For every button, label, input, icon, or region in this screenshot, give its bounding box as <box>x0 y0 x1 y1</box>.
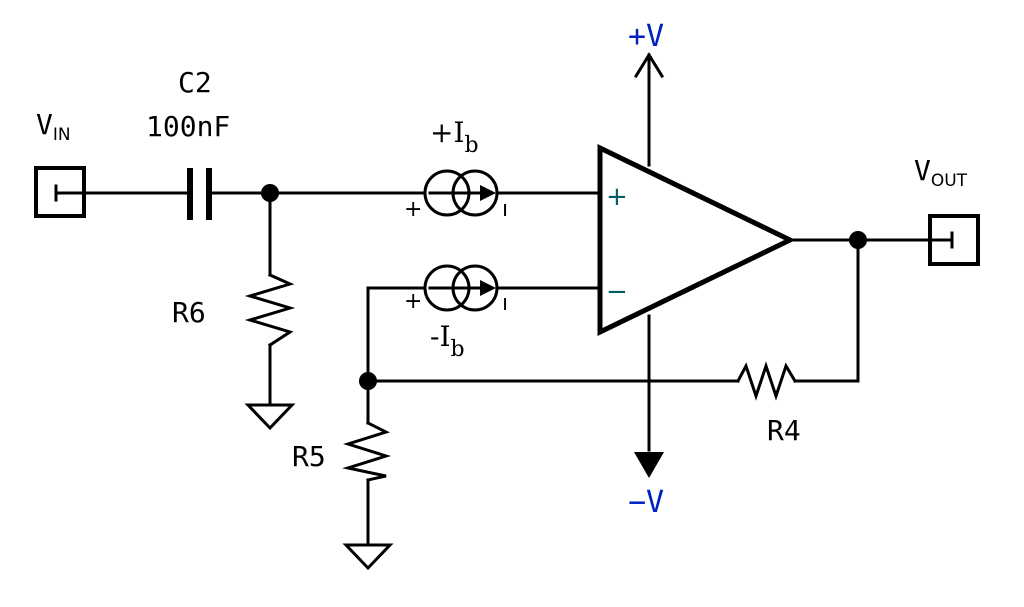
opamp-inverting-pin: − <box>606 277 628 307</box>
minus-ib-plus-sign: + <box>404 289 422 314</box>
ground-r6 <box>244 403 296 431</box>
junctions <box>261 184 867 390</box>
r4-label: R4 <box>767 414 801 447</box>
junction-output-node <box>849 231 867 249</box>
current-source-minus-ib <box>423 264 499 312</box>
plus-ib-label: +Ib <box>430 116 479 158</box>
opamp-noninverting-pin: + <box>606 182 628 212</box>
plus-ib-plus-sign: + <box>404 197 422 222</box>
supply-negative-label: −V <box>628 485 664 520</box>
supply-positive-label: +V <box>628 19 664 54</box>
junction-input-node <box>261 184 279 202</box>
c2-name: C2 <box>178 66 212 99</box>
vout-terminal <box>928 214 980 266</box>
supply-negative-arrow <box>634 452 664 478</box>
vout-label: VOUT <box>914 154 968 191</box>
vin-terminal <box>34 166 86 218</box>
minus-ib-label: -Ib <box>430 320 465 362</box>
resistor-r6 <box>244 273 296 348</box>
resistor-r5 <box>342 420 391 482</box>
ground-r5 <box>342 543 394 571</box>
r5-label: R5 <box>292 440 326 473</box>
vin-label: VIN <box>36 108 71 145</box>
r6-label: R6 <box>172 296 206 329</box>
supply-positive-arrow <box>633 52 665 79</box>
capacitor-c2 <box>187 168 212 220</box>
resistor-r4 <box>735 361 798 401</box>
opamp <box>597 144 796 336</box>
junction-feedback-node <box>359 372 377 390</box>
current-source-plus-ib <box>423 169 499 217</box>
plus-ib-minus-sign: ı <box>502 197 508 222</box>
c2-value: 100nF <box>146 110 230 143</box>
minus-ib-minus-sign: ı <box>502 291 508 316</box>
